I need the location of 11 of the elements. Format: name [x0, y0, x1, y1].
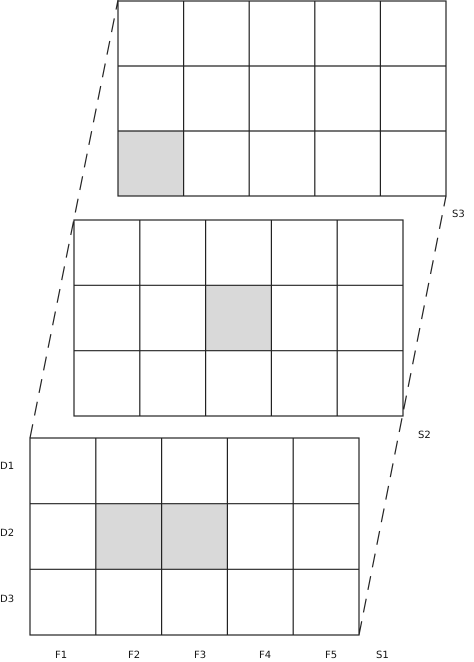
axis-label: D2	[0, 528, 14, 540]
axis-label: F3	[194, 650, 206, 662]
axis-label: S1	[376, 650, 389, 662]
axis-label: F5	[325, 650, 338, 662]
axis-label: F2	[128, 650, 140, 662]
axis-label: D1	[0, 461, 14, 473]
axis-label: F1	[55, 650, 68, 662]
axis-label: D3	[0, 594, 14, 606]
axis-label: S2	[418, 430, 431, 442]
axis-label: F4	[259, 650, 272, 662]
axis-label: S3	[452, 209, 465, 221]
